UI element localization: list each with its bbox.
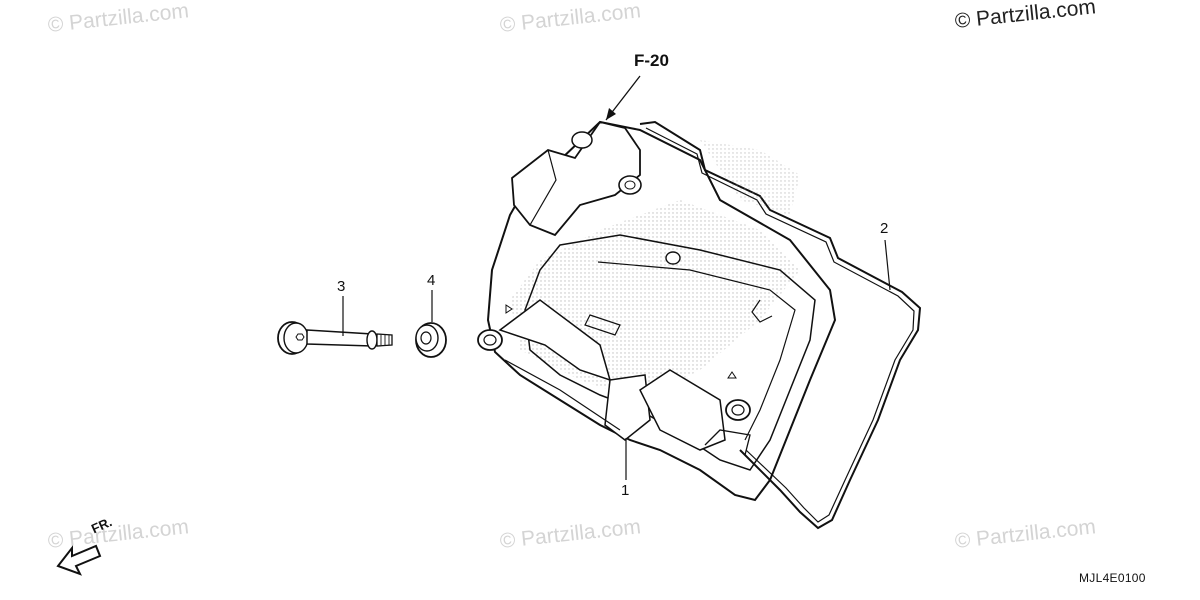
- callout-3[interactable]: 3: [337, 278, 346, 295]
- reference-label: F-20: [634, 51, 669, 70]
- front-direction-arrow: [56, 544, 102, 576]
- leader-lines: [342, 239, 891, 480]
- diagram-code: MJL4E0100: [1079, 571, 1146, 585]
- callout-1[interactable]: 1: [621, 482, 630, 499]
- bolt-part-3[interactable]: [277, 321, 393, 355]
- cylinder-head-cover-part-1[interactable]: [477, 120, 837, 502]
- callout-4[interactable]: 4: [427, 272, 436, 289]
- reference-arrow: [605, 75, 641, 121]
- washer-part-4[interactable]: [415, 322, 447, 358]
- callout-2[interactable]: 2: [880, 220, 889, 237]
